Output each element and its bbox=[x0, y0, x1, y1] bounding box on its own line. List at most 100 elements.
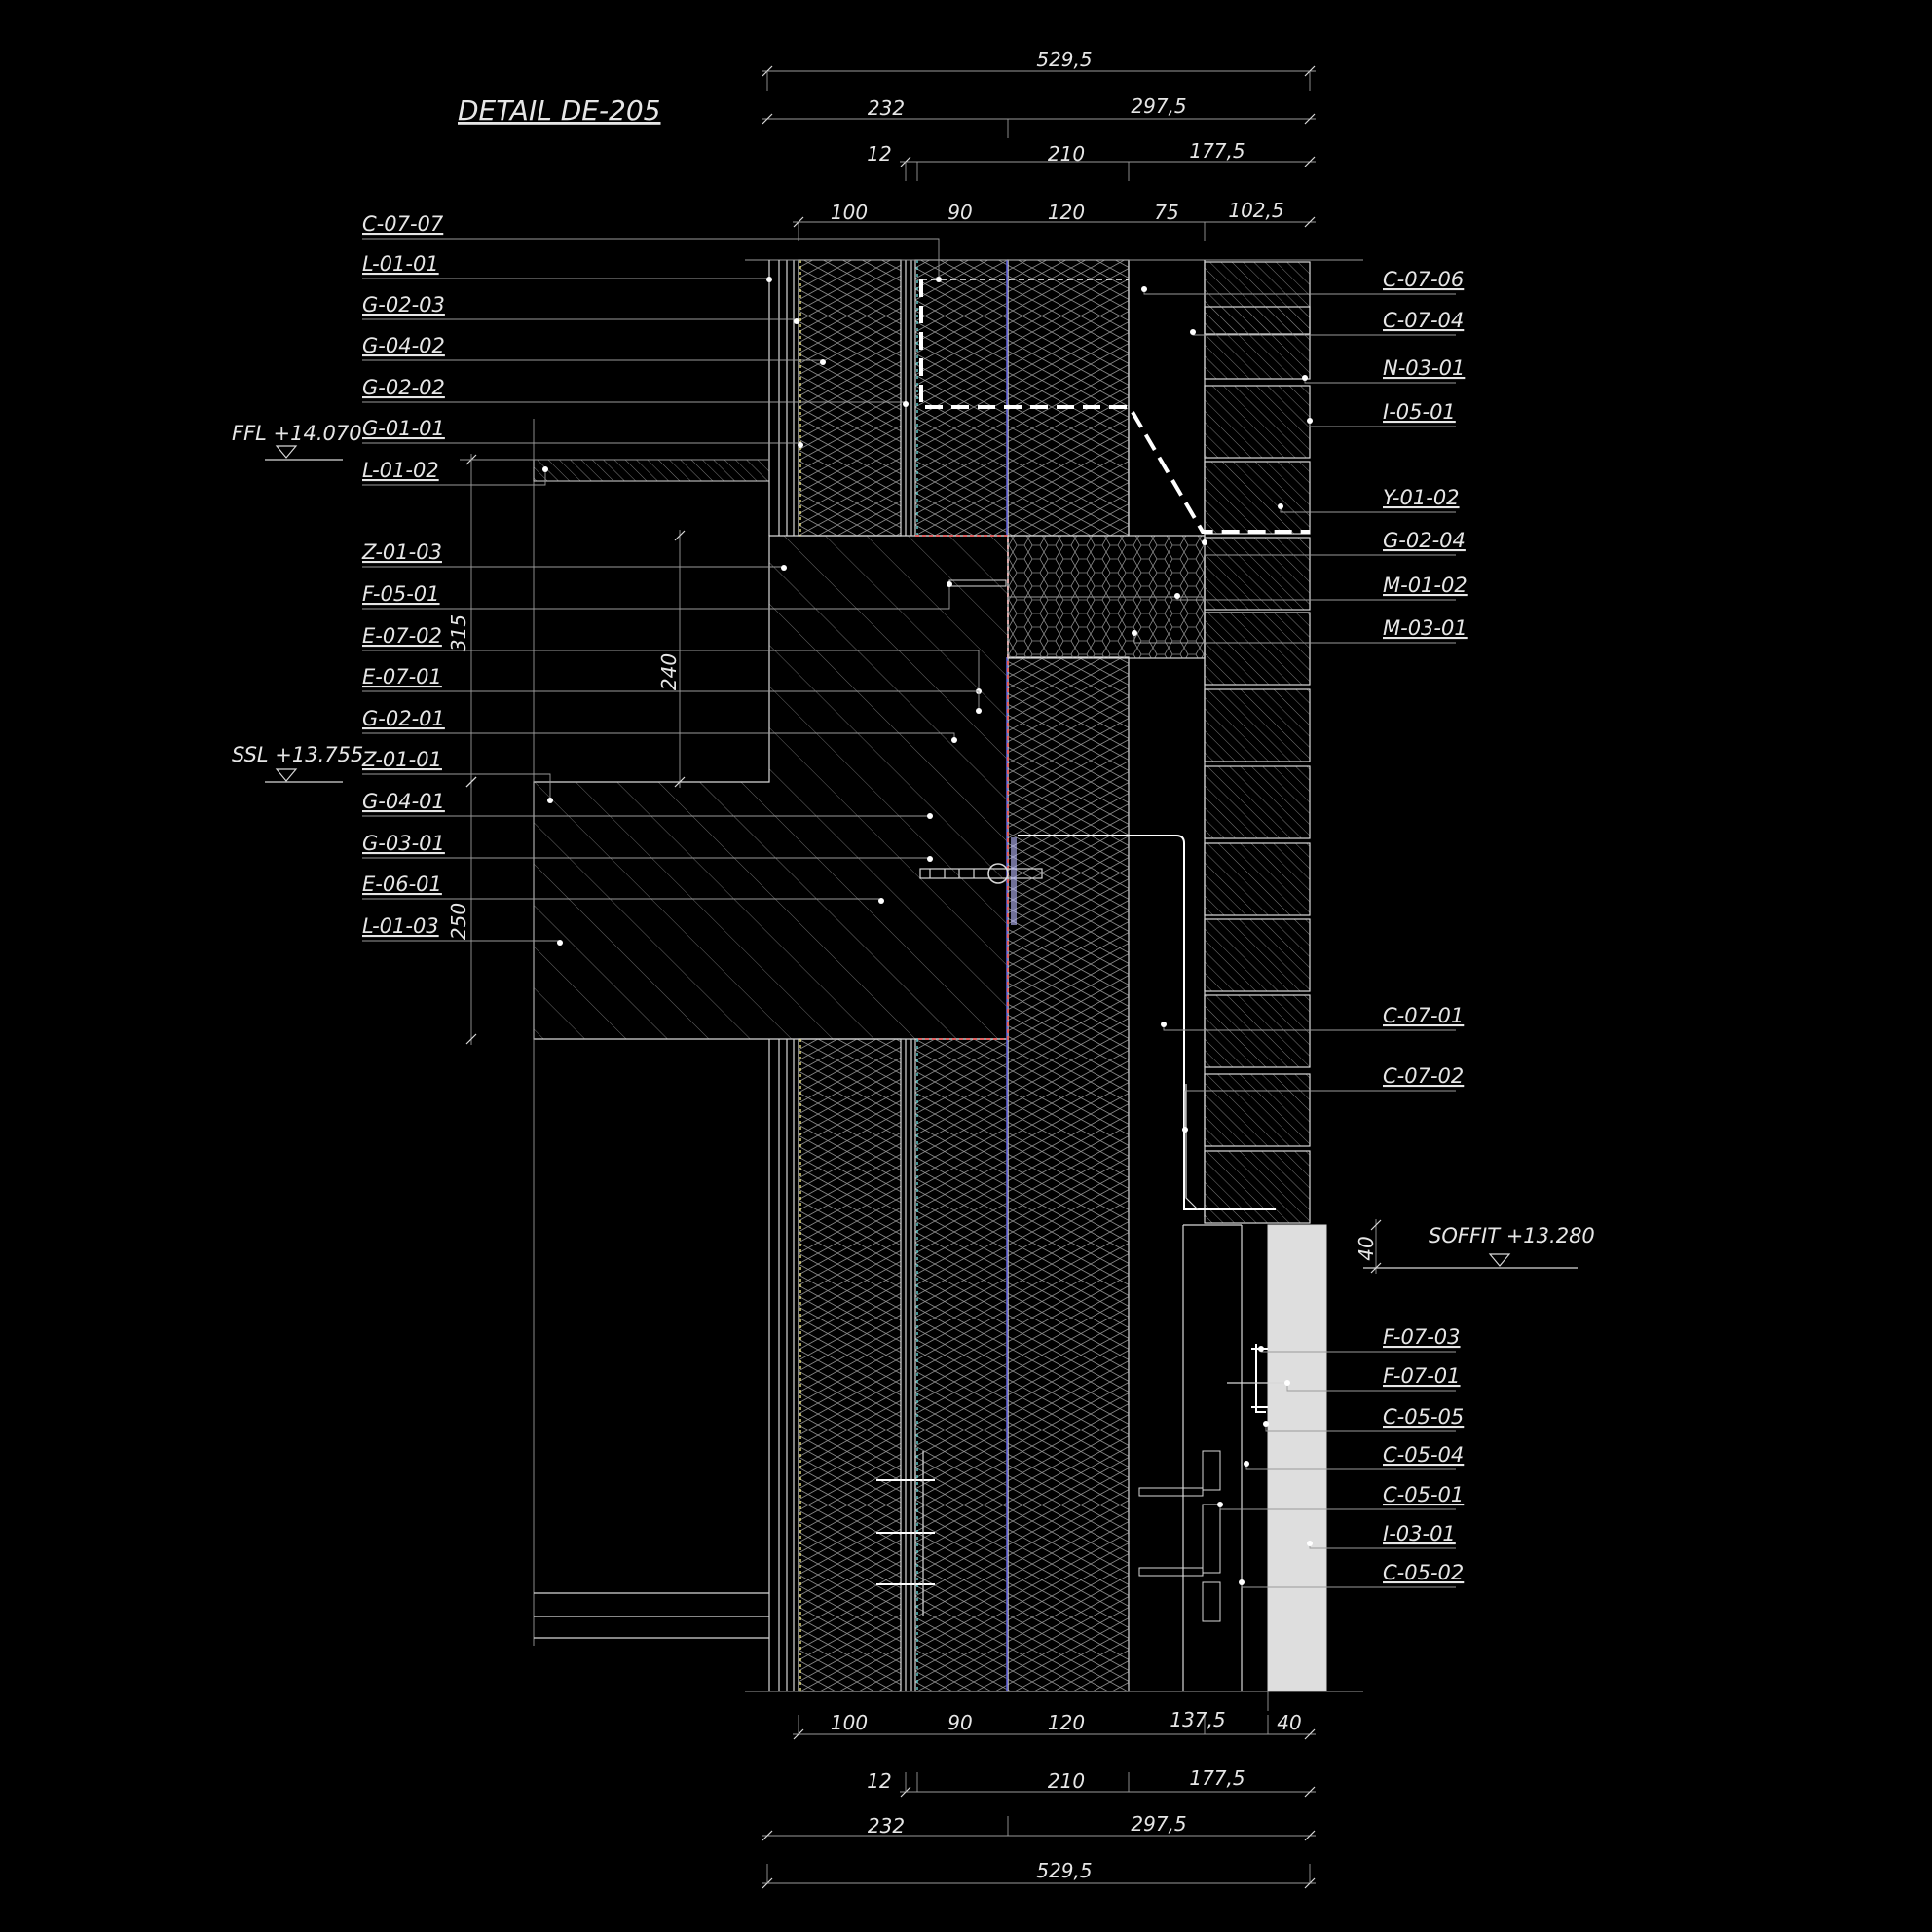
leader-dot-g-01-01 bbox=[798, 442, 803, 448]
dim-top-120: 120 bbox=[1048, 201, 1085, 224]
leader-g-04-02 bbox=[362, 359, 824, 362]
dim-line-top-row3-tick bbox=[1304, 156, 1316, 167]
leader-dot-c-07-01 bbox=[1161, 1022, 1167, 1027]
floor-finish bbox=[533, 260, 780, 1691]
label-e-06-01: E-06-01 bbox=[362, 873, 442, 896]
brick-10 bbox=[1204, 994, 1311, 1068]
dim-bottom-210: 210 bbox=[1048, 1769, 1085, 1793]
dim-line-vertical-250-tick bbox=[465, 776, 477, 788]
leader-f-05-01 bbox=[362, 584, 950, 610]
leader-dot-g-02-02 bbox=[903, 401, 909, 407]
dim-bottom-overall: 529,5 bbox=[1036, 1859, 1092, 1882]
brick-4 bbox=[1204, 537, 1311, 611]
dim-top-102: 102,5 bbox=[1228, 199, 1283, 222]
brick-9 bbox=[1204, 918, 1311, 992]
label-c-05-01: C-05-01 bbox=[1383, 1483, 1464, 1506]
dim-line-top-halves-tick bbox=[1304, 113, 1316, 125]
brick-8 bbox=[1204, 842, 1311, 916]
brick-3 bbox=[1204, 461, 1311, 535]
dim-bottom-137: 137,5 bbox=[1170, 1708, 1225, 1731]
brick-11 bbox=[1204, 1073, 1311, 1147]
soffit-frame bbox=[1138, 1224, 1327, 1691]
brick-12 bbox=[1204, 1150, 1311, 1224]
leader-g-02-03 bbox=[362, 318, 798, 321]
label-g-02-01: G-02-01 bbox=[362, 707, 445, 730]
dim-vertical-40: 40 bbox=[1355, 1236, 1378, 1260]
label-l-01-01: L-01-01 bbox=[362, 252, 439, 276]
dim-line-top-row4-tick bbox=[1304, 216, 1316, 228]
dim-line-bottom-halves-tick bbox=[762, 1830, 773, 1841]
leader-dot-c-07-02 bbox=[1182, 1127, 1188, 1133]
dim-line-bottom-row1-tick bbox=[1304, 1728, 1316, 1740]
leader-dot-g-03-01 bbox=[927, 856, 933, 862]
leader-dot-c-05-04 bbox=[1244, 1461, 1249, 1467]
label-z-01-03: Z-01-03 bbox=[361, 540, 442, 564]
level-ssl: SSL +13.755 bbox=[232, 743, 363, 783]
label-c-05-05: C-05-05 bbox=[1383, 1405, 1464, 1429]
leader-dot-e-07-01 bbox=[976, 708, 982, 714]
label-l-01-02: L-01-02 bbox=[362, 459, 439, 482]
leader-dot-l-01-01 bbox=[766, 277, 772, 282]
detail-title: DETAIL DE-205 bbox=[458, 94, 661, 127]
leader-dot-z-01-01 bbox=[547, 798, 553, 803]
dim-vertical-240: 240 bbox=[657, 653, 681, 690]
leader-dot-g-04-01 bbox=[927, 813, 933, 819]
label-n-03-01: N-03-01 bbox=[1383, 356, 1465, 380]
label-f-05-01: F-05-01 bbox=[362, 582, 440, 606]
label-c-07-06: C-07-06 bbox=[1383, 268, 1464, 291]
leader-c-07-07 bbox=[362, 238, 940, 279]
cavity-closer bbox=[1007, 535, 1206, 659]
dim-top-100: 100 bbox=[831, 201, 868, 224]
dim-vertical-315: 315 bbox=[447, 614, 470, 651]
leader-l-01-02 bbox=[362, 469, 546, 486]
label-c-05-04: C-05-04 bbox=[1383, 1443, 1464, 1467]
dim-line-bottom-halves-tick bbox=[1304, 1830, 1316, 1841]
leader-c-07-02 bbox=[1184, 1090, 1456, 1130]
dim-top-overall: 529,5 bbox=[1036, 48, 1092, 71]
leader-dot-g-02-03 bbox=[794, 318, 799, 324]
leader-dot-f-05-01 bbox=[947, 581, 952, 587]
leader-dot-n-03-01 bbox=[1302, 375, 1308, 381]
lower-wall bbox=[745, 656, 1363, 1692]
label-m-01-02: M-01-02 bbox=[1383, 574, 1468, 597]
cavity-tray bbox=[915, 279, 1310, 1040]
leader-dot-i-03-01 bbox=[1307, 1541, 1313, 1546]
leader-z-01-01 bbox=[362, 773, 551, 800]
dim-top-177: 177,5 bbox=[1189, 139, 1245, 163]
leader-dot-e-06-01 bbox=[878, 898, 884, 904]
dim-bottom-120: 120 bbox=[1048, 1711, 1085, 1734]
label-g-04-02: G-04-02 bbox=[362, 334, 445, 357]
leader-dot-z-01-03 bbox=[781, 565, 787, 571]
brick-veneer bbox=[1204, 260, 1311, 1224]
leader-dot-c-05-01 bbox=[1217, 1502, 1223, 1507]
dim-bottom-90: 90 bbox=[947, 1711, 972, 1734]
leader-dot-f-07-01 bbox=[1284, 1380, 1290, 1386]
dim-bottom-177: 177,5 bbox=[1189, 1766, 1245, 1790]
leader-dot-c-05-05 bbox=[1263, 1421, 1269, 1427]
leader-dot-c-07-04 bbox=[1190, 329, 1196, 335]
callout-labels: C-07-07L-01-01G-02-03G-04-02G-02-02G-01-… bbox=[361, 212, 1468, 1584]
leader-dot-f-07-03 bbox=[1258, 1346, 1264, 1352]
leader-e-07-01 bbox=[362, 690, 980, 711]
dim-top-75: 75 bbox=[1154, 201, 1178, 224]
leader-g-02-04 bbox=[1204, 542, 1456, 556]
lower-lining-fixings bbox=[876, 1451, 935, 1616]
leader-dot-c-07-06 bbox=[1141, 286, 1147, 292]
brick-6 bbox=[1204, 688, 1311, 762]
upper-wall bbox=[745, 259, 1363, 537]
dim-bottom-100: 100 bbox=[831, 1711, 868, 1734]
label-c-07-04: C-07-04 bbox=[1383, 309, 1464, 332]
leader-dot-c-07-07 bbox=[936, 277, 942, 282]
dim-top-210: 210 bbox=[1048, 142, 1085, 166]
dimension-lines bbox=[465, 65, 1382, 1889]
label-c-07-01: C-07-01 bbox=[1383, 1004, 1464, 1027]
dim-top-left-half: 232 bbox=[868, 96, 905, 120]
dim-bottom-40: 40 bbox=[1277, 1711, 1301, 1734]
leader-dot-l-01-02 bbox=[542, 466, 548, 472]
leader-m-03-01 bbox=[1133, 633, 1456, 644]
label-z-01-01: Z-01-01 bbox=[361, 748, 442, 771]
label-c-07-02: C-07-02 bbox=[1383, 1064, 1464, 1088]
leader-z-01-03 bbox=[362, 566, 785, 568]
leader-g-01-01 bbox=[362, 442, 801, 445]
